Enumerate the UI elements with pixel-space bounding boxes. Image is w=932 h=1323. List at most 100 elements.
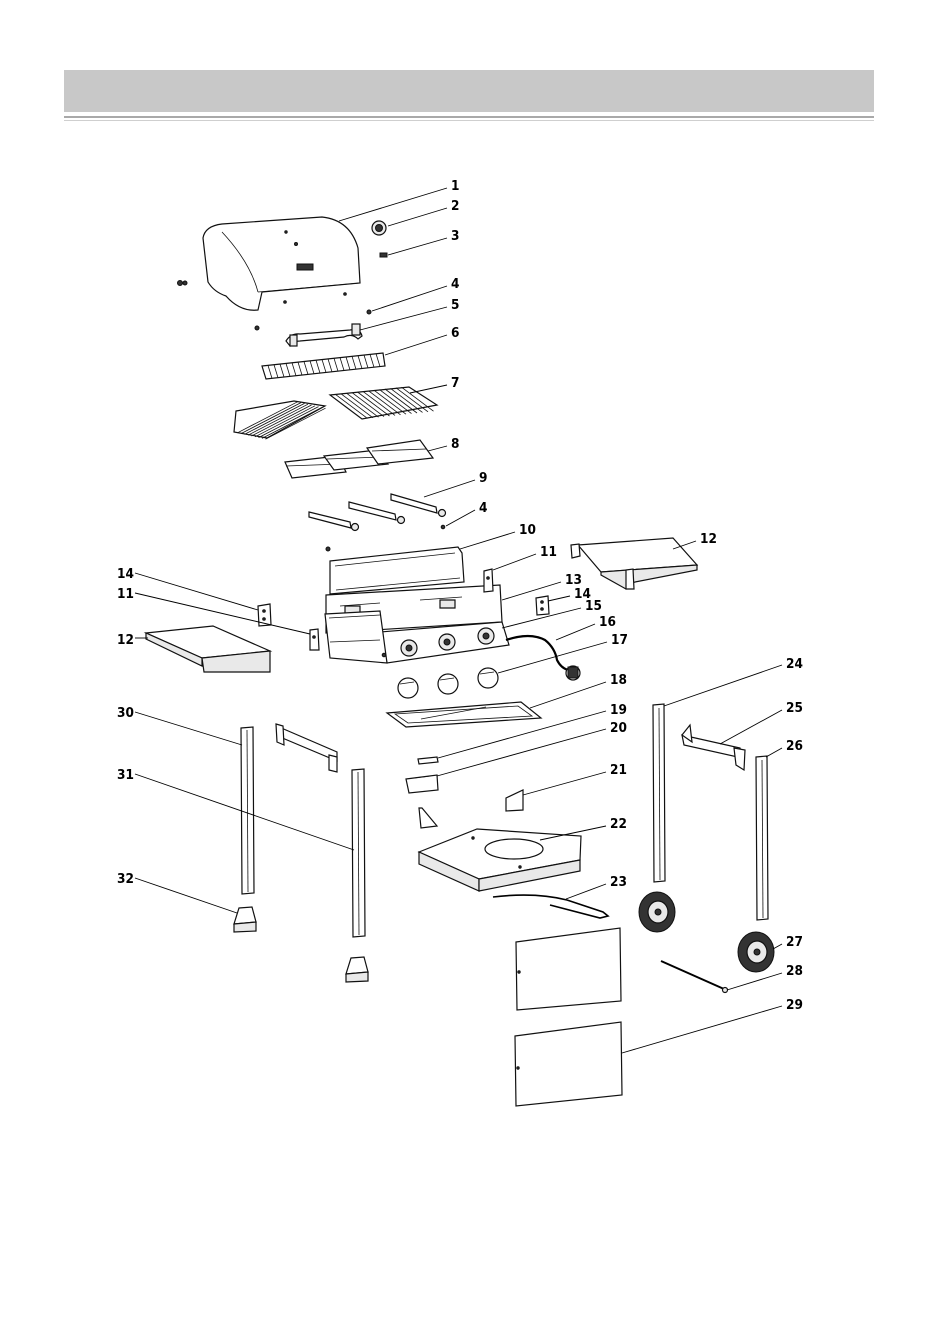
- callout-c26: 26: [786, 738, 803, 754]
- leader-line-c8: [428, 446, 447, 451]
- callout-c22: 22: [610, 816, 627, 832]
- callout-c18: 18: [610, 672, 627, 688]
- part-leg-left-rear: [352, 769, 365, 937]
- part-cooking-grate-left: [234, 401, 326, 439]
- leader-line-c1: [339, 188, 447, 221]
- callout-c28: 28: [786, 963, 803, 979]
- callout-c2: 2: [451, 198, 459, 214]
- callout-c19: 19: [610, 702, 627, 718]
- part-regulator-hose: [506, 636, 580, 680]
- leader-line-c7: [410, 385, 447, 393]
- part-lid-screw: [178, 281, 188, 286]
- callout-c16: 16: [599, 614, 616, 630]
- callout-c8: 8: [451, 436, 459, 452]
- leader-line-c10: [460, 532, 515, 549]
- part-side-bracket-left: [310, 629, 319, 650]
- part-gusset-left: [419, 808, 437, 828]
- part-burner-2: [349, 502, 405, 524]
- callout-c12a: 12: [700, 531, 717, 547]
- callout-c27: 27: [786, 934, 803, 950]
- part-door-lower: [515, 1022, 622, 1106]
- leader-line-c16: [556, 624, 595, 640]
- part-knob-1: [398, 678, 418, 698]
- callout-c17: 17: [611, 632, 628, 648]
- part-leg-left-front: [241, 727, 254, 894]
- callout-c4a: 4: [451, 276, 459, 292]
- part-screw: [380, 253, 387, 257]
- callout-c12b: 12: [117, 632, 134, 648]
- callout-c10: 10: [519, 522, 536, 538]
- callout-c29: 29: [786, 997, 803, 1013]
- part-leg-cap-rear: [346, 957, 368, 982]
- part-washer-lower: [326, 525, 445, 551]
- leader-line-c2: [388, 208, 447, 226]
- callout-c24: 24: [786, 656, 803, 672]
- callout-c23: 23: [610, 874, 627, 890]
- part-grease-cup: [406, 775, 438, 793]
- leader-line-c3: [388, 238, 447, 255]
- callout-c4b: 4: [479, 500, 487, 516]
- leader-line-c11a: [493, 554, 536, 570]
- callout-c11b: 11: [117, 586, 134, 602]
- leader-line-c28: [727, 973, 782, 990]
- part-flame-tamer-3: [367, 440, 433, 464]
- part-knob-3: [478, 668, 498, 688]
- callout-c21: 21: [610, 762, 627, 778]
- callout-c20: 20: [610, 720, 627, 736]
- leader-line-c23: [566, 884, 606, 899]
- callout-c6: 6: [451, 325, 459, 341]
- leader-line-c25: [720, 710, 782, 744]
- callout-c3: 3: [451, 228, 459, 244]
- callout-c1: 1: [451, 178, 459, 194]
- callout-c14b: 14: [117, 566, 134, 582]
- leader-line-c26: [766, 748, 782, 757]
- part-side-shelf-right: [571, 538, 697, 589]
- part-gusset-right: [506, 790, 523, 811]
- callout-c15: 15: [585, 598, 602, 614]
- leader-line-c4b: [446, 510, 475, 526]
- part-lid: [203, 217, 360, 310]
- part-warming-rack: [262, 353, 385, 379]
- leader-line-c14b: [135, 573, 258, 610]
- part-cross-brace-left: [276, 724, 337, 772]
- callout-c11a: 11: [540, 544, 557, 560]
- callout-c30: 30: [117, 705, 134, 721]
- leader-line-c18: [530, 682, 606, 708]
- part-bracket-right: [536, 596, 549, 615]
- part-wheel-front: [639, 892, 675, 932]
- part-tank-hook: [493, 895, 608, 918]
- part-thermometer: [372, 221, 386, 235]
- callout-c25: 25: [786, 700, 803, 716]
- leader-line-c4a: [372, 286, 447, 311]
- part-burner-3: [391, 494, 446, 517]
- callout-c32: 32: [117, 871, 134, 887]
- leader-line-c30: [135, 712, 242, 745]
- callout-c31: 31: [117, 767, 134, 783]
- part-cooking-grate-right: [330, 387, 437, 419]
- leader-line-c21: [523, 772, 606, 795]
- callout-c9: 9: [479, 470, 487, 486]
- leader-line-c13: [502, 582, 561, 600]
- leader-line-c6: [385, 335, 447, 355]
- part-side-bracket-right: [484, 569, 493, 592]
- part-knob-2: [438, 674, 458, 694]
- part-side-shelf-left: [146, 626, 270, 672]
- part-leg-cap-front: [234, 907, 256, 932]
- part-wheel-rear: [738, 932, 774, 972]
- callout-c7: 7: [451, 375, 459, 391]
- part-leg-right-rear: [756, 756, 768, 920]
- part-cross-brace-right: [682, 725, 745, 770]
- leader-line-c29: [622, 1006, 782, 1053]
- part-axle: [661, 961, 728, 993]
- part-handle: [286, 324, 362, 346]
- part-leg-right-front: [653, 704, 665, 882]
- leader-line-c27: [773, 944, 782, 949]
- part-grease-cup-holder: [418, 757, 438, 764]
- leader-line-c9: [424, 480, 475, 497]
- leader-line-c14a: [548, 596, 570, 601]
- part-burner-1: [309, 512, 359, 531]
- part-grease-tray: [387, 702, 541, 727]
- leader-line-c32: [135, 878, 237, 913]
- leader-line-c20: [437, 729, 606, 776]
